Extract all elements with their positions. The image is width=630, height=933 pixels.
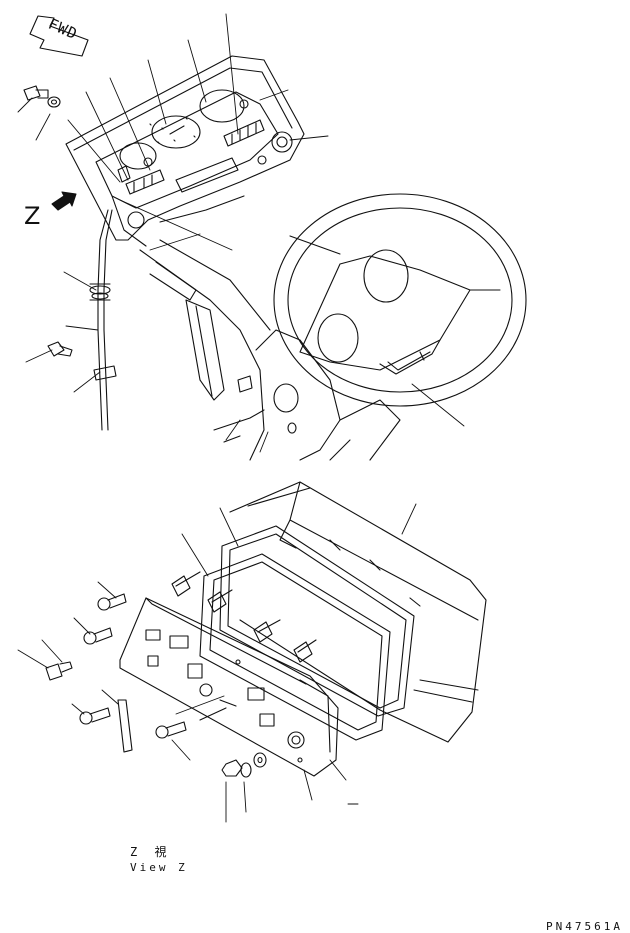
view-z-arrow-icon — [51, 191, 77, 211]
screw-2 — [83, 627, 113, 645]
part-number: PN47561A — [546, 920, 623, 933]
wiring-harness — [89, 209, 117, 431]
bulb-socket — [45, 661, 73, 681]
knob-right — [271, 131, 293, 153]
bolt-clamp — [47, 341, 73, 357]
clamp — [93, 365, 117, 381]
steering-column — [139, 239, 401, 461]
bolt-upper — [23, 85, 61, 108]
caption-japanese: Z 視 — [130, 845, 172, 859]
view-z-marker: Z — [24, 202, 41, 230]
leader-lines-upper — [17, 13, 465, 453]
meter-housing — [229, 481, 487, 743]
seal-gasket — [219, 525, 415, 717]
gauge-mid — [151, 115, 201, 149]
screw-1 — [97, 593, 127, 611]
fwd-arrow-icon — [29, 15, 89, 57]
clip — [117, 699, 133, 753]
nut-washer — [221, 752, 267, 778]
screw-3 — [79, 707, 111, 725]
knob-left — [127, 211, 145, 229]
gauge-right — [199, 89, 245, 123]
steering-wheel — [273, 193, 527, 407]
grommet — [89, 285, 111, 295]
dashboard-panel — [65, 55, 305, 247]
caption-english: View Z — [130, 861, 188, 874]
leader-lines-lower — [17, 503, 417, 823]
glass-frame — [199, 553, 391, 741]
screw-4 — [155, 721, 187, 739]
circuit-board — [119, 571, 339, 777]
